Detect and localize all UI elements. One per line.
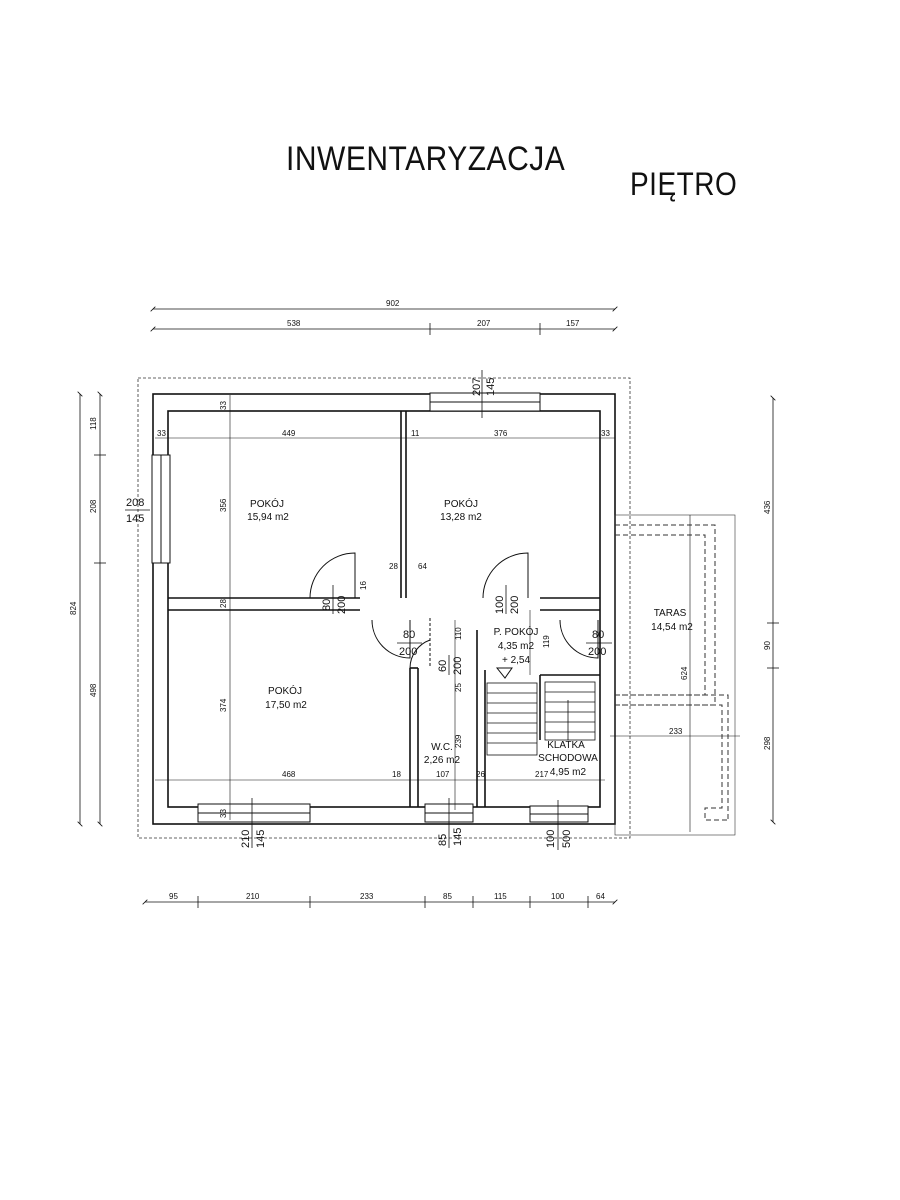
dim-64: 64: [418, 562, 427, 571]
interior-dimension-lines: [155, 395, 740, 832]
door1-width: 80: [321, 599, 333, 611]
dim-bottom-5: 115: [494, 892, 507, 901]
win-b3-height: 500: [561, 830, 573, 848]
dim-left-seg-3: 498: [89, 683, 98, 697]
dim-119: 119: [542, 635, 551, 648]
win-b2-width: 85: [437, 834, 449, 846]
hall-name: P. POKÓJ: [494, 625, 539, 638]
hall-extra: + 2,54: [502, 655, 531, 666]
terrace-outline: [614, 514, 736, 836]
door5-width: 80: [592, 629, 604, 641]
hall-area: 4,35 m2: [498, 641, 535, 652]
bottom-dimensions: 95 210 233 85 115 100 64: [145, 892, 615, 908]
dim-449: 449: [282, 429, 296, 438]
dim-right-3: 298: [763, 736, 772, 750]
room-2-area: 13,28 m2: [440, 512, 482, 523]
wc-name: W.C.: [431, 742, 453, 753]
dim-33-left: 33: [157, 429, 166, 438]
room-labels: POKÓJ 15,94 m2 POKÓJ 13,28 m2 POKÓJ 17,5…: [247, 497, 693, 778]
dim-bottom-7: 64: [596, 892, 605, 901]
room-2-name: POKÓJ: [444, 497, 478, 510]
top-dimensions: 902 538 207 157: [153, 299, 615, 335]
dim-33-right: 33: [601, 429, 610, 438]
dim-26: 26: [476, 770, 485, 779]
dim-25: 25: [454, 683, 463, 692]
dim-374: 374: [219, 698, 228, 712]
walls: [152, 393, 616, 825]
dim-217: 217: [535, 770, 549, 779]
dim-top-seg-3: 157: [566, 319, 580, 328]
door5-height: 200: [588, 646, 606, 658]
stair-name-2: SCHODOWA: [538, 753, 598, 764]
door2-width: 100: [494, 596, 506, 614]
windows: [151, 392, 589, 823]
dim-376: 376: [494, 429, 508, 438]
opening-labels: 208 145 207 145 210 145 85 145 100 500 8…: [125, 370, 612, 850]
dim-bottom-4: 85: [443, 892, 452, 901]
dim-16: 16: [359, 581, 368, 590]
door-swings: [309, 552, 599, 669]
door2-height: 200: [509, 596, 521, 614]
dim-468: 468: [282, 770, 296, 779]
drawing-title: INWENTARYZACJA: [286, 140, 566, 178]
dim-left-seg-1: 118: [89, 417, 98, 430]
win-b3-width: 100: [545, 830, 557, 848]
dim-bottom-3: 233: [360, 892, 374, 901]
dim-left-seg-2: 208: [89, 499, 98, 513]
dim-233: 233: [669, 727, 683, 736]
door3-height: 200: [399, 646, 417, 658]
floor-label: PIĘTRO: [630, 166, 738, 202]
terrace-name: TARAS: [654, 608, 687, 619]
room-1-name: POKÓJ: [250, 497, 284, 510]
door4-width: 60: [437, 660, 449, 672]
stair-area: 4,95 m2: [550, 767, 587, 778]
dim-11: 11: [411, 429, 420, 438]
dim-right-2: 90: [763, 641, 772, 650]
dim-110: 110: [454, 627, 463, 640]
dim-bottom-2: 210: [246, 892, 260, 901]
wc-area: 2,26 m2: [424, 755, 461, 766]
terrace-area: 14,54 m2: [651, 622, 693, 633]
interior-dimension-labels: 33 33 449 11 376 33 356 28 28 64 16 374 …: [157, 401, 689, 818]
door3-width: 80: [403, 629, 415, 641]
dim-624: 624: [680, 666, 689, 680]
left-dimensions: 824 118 208 498: [69, 394, 106, 824]
dim-bottom-1: 95: [169, 892, 178, 901]
win-b1-width: 210: [240, 830, 252, 848]
win-top-width: 207: [471, 378, 483, 396]
door4-height: 200: [452, 657, 464, 675]
dim-28-mid: 28: [389, 562, 398, 571]
dim-356: 356: [219, 498, 228, 512]
dim-107: 107: [436, 770, 450, 779]
dim-left-overall: 824: [69, 601, 78, 615]
room-3-name: POKÓJ: [268, 684, 302, 697]
right-dimensions: 436 90 298: [763, 398, 779, 822]
dim-top-seg-2: 207: [477, 319, 491, 328]
win-left-height: 145: [126, 513, 144, 525]
dim-33-top: 33: [219, 401, 228, 410]
room-1-area: 15,94 m2: [247, 512, 289, 523]
dim-239: 239: [454, 734, 463, 748]
door1-height: 200: [336, 596, 348, 614]
dim-top-seg-1: 538: [287, 319, 301, 328]
win-top-height: 145: [485, 378, 497, 396]
dim-top-overall: 902: [386, 299, 400, 308]
dim-33-bottom: 33: [219, 809, 228, 818]
outer-boundary: [137, 377, 631, 839]
stair-name-1: KLATKA: [547, 740, 585, 751]
room-3-area: 17,50 m2: [265, 700, 307, 711]
dim-right-1: 436: [763, 500, 772, 514]
win-b1-height: 145: [255, 830, 267, 848]
win-b2-height: 145: [452, 828, 464, 846]
staircase: [486, 667, 596, 756]
dim-28-left: 28: [219, 599, 228, 608]
win-left-width: 208: [126, 497, 144, 509]
dim-bottom-6: 100: [551, 892, 565, 901]
dim-18: 18: [392, 770, 401, 779]
